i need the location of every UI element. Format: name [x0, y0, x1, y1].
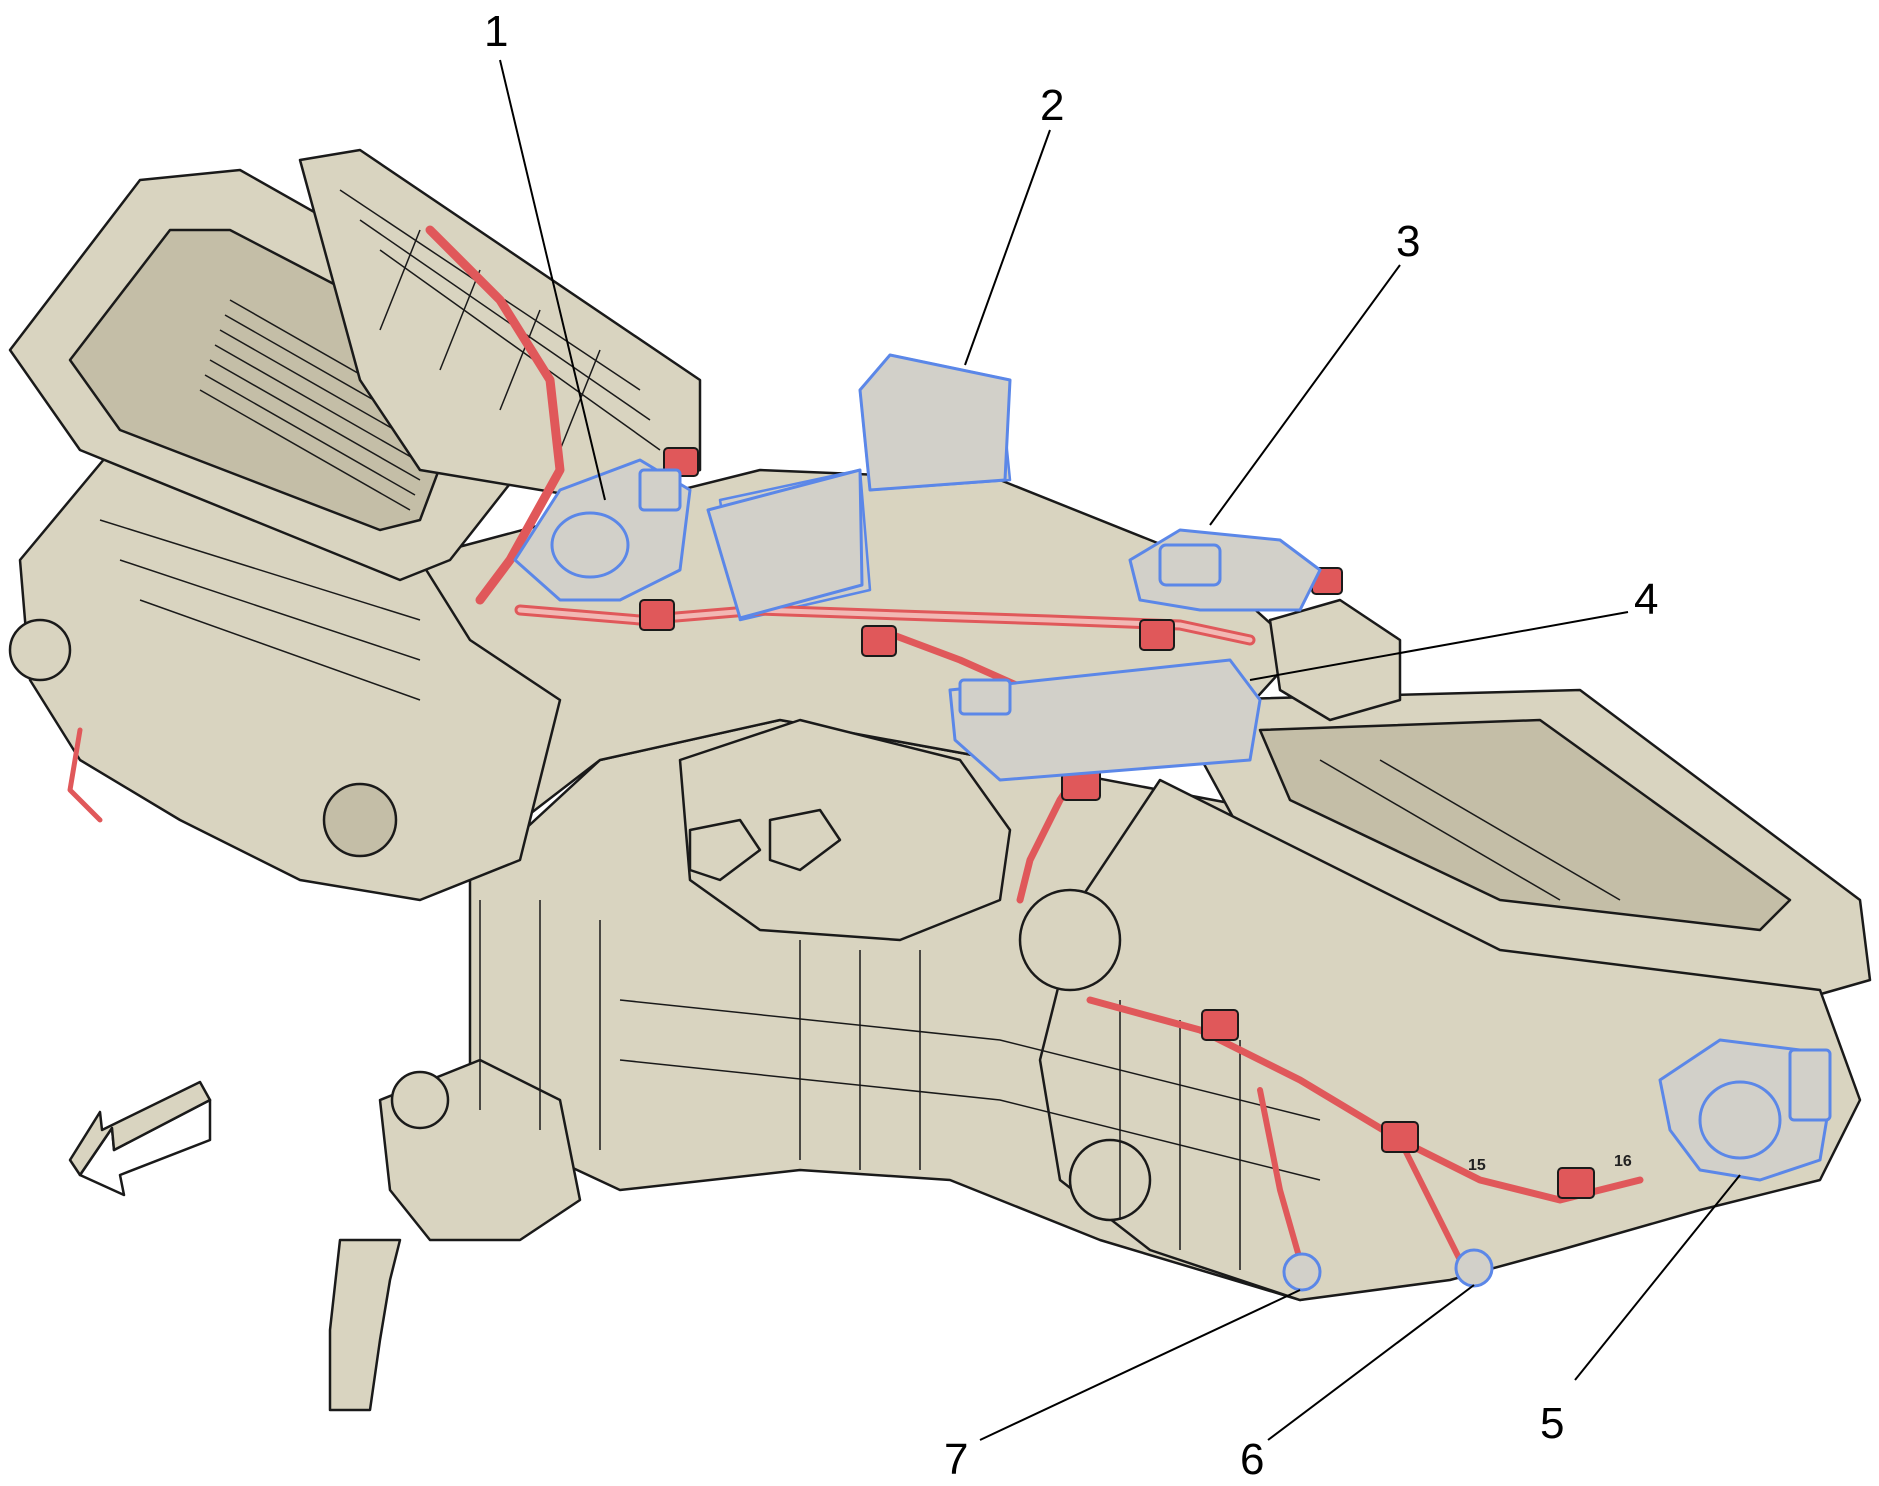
forward-arrow-icon [68, 1080, 212, 1197]
module-2 [706, 353, 1012, 620]
sensor-7 [1282, 1252, 1322, 1292]
hvac-case [8, 148, 1872, 1412]
actuator-5 [1658, 1038, 1832, 1182]
inlet-grille [199, 299, 441, 511]
molded-mark-16: 16 [1614, 1153, 1632, 1170]
callout-7: 7 [944, 1435, 968, 1484]
callout-leaders [499, 59, 1741, 1441]
case-detail-lines [99, 519, 1621, 1270]
callout-6: 6 [1240, 1435, 1264, 1484]
control-module-4 [948, 658, 1262, 782]
callout-1: 1 [484, 7, 508, 56]
callout-labels: 1 2 3 4 5 6 7 [484, 7, 1658, 1484]
callout-3: 3 [1396, 217, 1420, 266]
harness-clips [639, 447, 1595, 1199]
callout-4: 4 [1634, 575, 1658, 624]
highlighted-components [513, 353, 1832, 1292]
callout-5: 5 [1540, 1399, 1564, 1448]
sensor-6 [1454, 1248, 1494, 1288]
actuator-1 [513, 458, 692, 602]
actuator-3 [1128, 528, 1322, 612]
molded-mark-15: 15 [1468, 1157, 1486, 1174]
callout-2: 2 [1040, 81, 1064, 130]
